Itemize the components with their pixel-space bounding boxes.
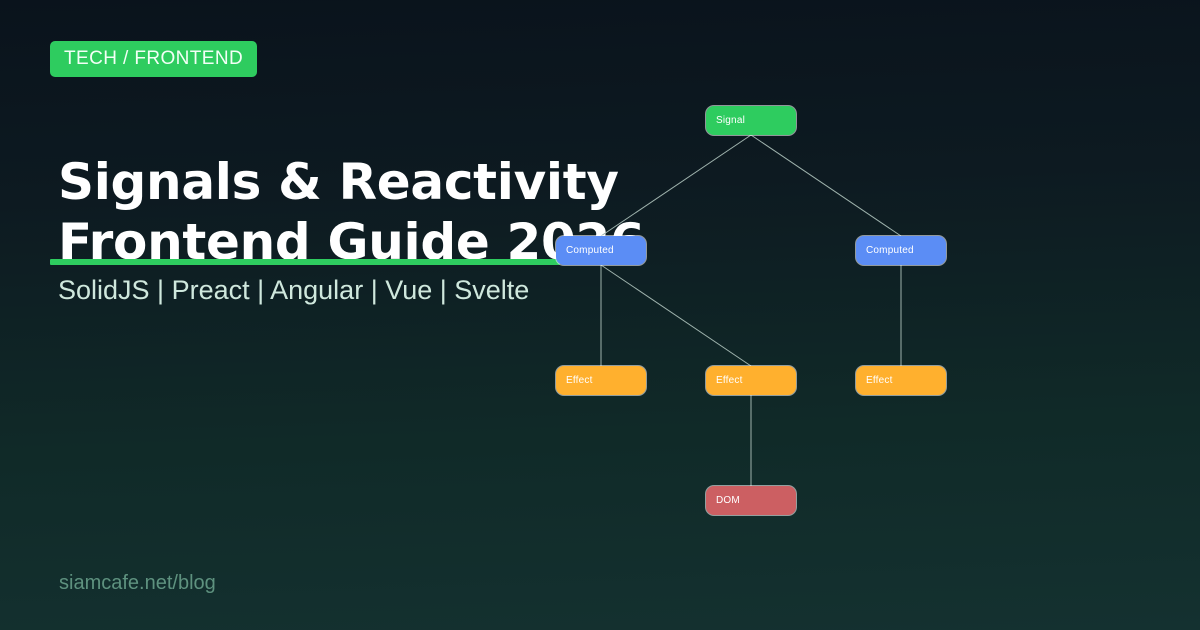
graph-node-computed2[interactable]: Computed	[856, 236, 946, 265]
graph-node-effect1[interactable]: Effect	[556, 366, 646, 395]
graph-node-computed1[interactable]: Computed	[556, 236, 646, 265]
graph-node-label: Computed	[866, 245, 914, 256]
graph-node-label: Computed	[566, 245, 614, 256]
graph-node-label: Effect	[716, 375, 743, 386]
graph-node-signal[interactable]: Signal	[706, 106, 796, 135]
subtitle: SolidJS | Preact | Angular | Vue | Svelt…	[58, 275, 530, 305]
accent-bar	[50, 259, 560, 265]
graph-node-effect3[interactable]: Effect	[856, 366, 946, 395]
graph-node-label: Effect	[566, 375, 593, 386]
graph-node-label: DOM	[716, 495, 740, 506]
graph-node-label: Signal	[716, 115, 745, 126]
graph-edge-signal-to-computed1	[600, 134, 752, 237]
page-title-line-1: Signals & Reactivity	[58, 152, 619, 211]
category-badge-label: TECH / FRONTEND	[64, 48, 244, 69]
graph-node-effect2[interactable]: Effect	[706, 366, 796, 395]
footer-url: siamcafe.net/blog	[59, 572, 216, 594]
graph-node-label: Effect	[866, 375, 893, 386]
graph-node-dom[interactable]: DOM	[706, 486, 796, 515]
category-badge: TECH / FRONTEND	[50, 41, 258, 77]
graph-edge-signal-to-computed2	[750, 134, 902, 237]
graph-edge-computed1-to-effect2	[600, 264, 752, 367]
